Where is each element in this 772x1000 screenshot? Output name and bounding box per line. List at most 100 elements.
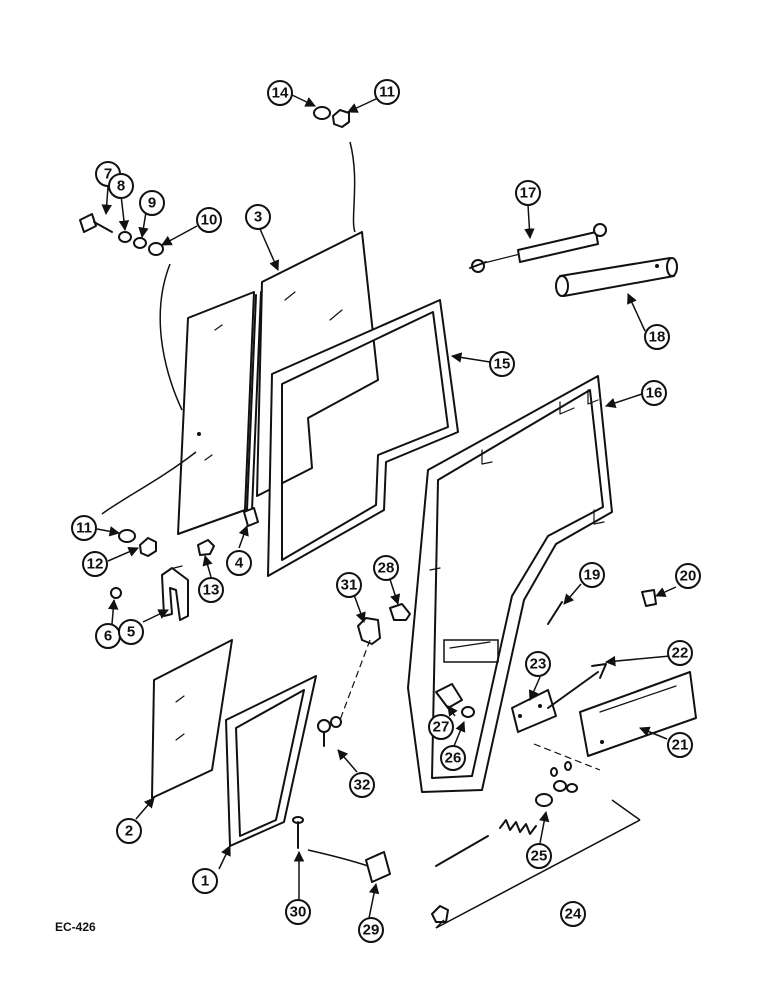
svg-text:13: 13 [203, 582, 220, 599]
part-20-catch [641, 589, 657, 607]
part-1-lower-seal [225, 675, 317, 847]
callout-9: 9 [139, 190, 165, 216]
callout-10: 10 [196, 207, 222, 233]
callout-14: 14 [267, 80, 293, 106]
part-11-nut-top [332, 109, 350, 128]
svg-text:11: 11 [379, 84, 395, 101]
part-19-rod [547, 601, 563, 625]
part-31-clip [357, 617, 381, 645]
svg-text:31: 31 [341, 577, 358, 594]
svg-text:12: 12 [87, 556, 104, 573]
svg-text:2: 2 [125, 823, 133, 840]
part-32-key [317, 716, 342, 747]
callout-11-top: 11 [374, 79, 400, 105]
part-24-hook [431, 905, 449, 923]
callout-24: 24 [560, 901, 586, 927]
svg-text:27: 27 [433, 719, 450, 736]
svg-text:5: 5 [127, 624, 135, 641]
callout-18: 18 [644, 324, 670, 350]
svg-text:14: 14 [272, 85, 289, 102]
part-14-washer [313, 106, 331, 120]
callout-26: 26 [440, 745, 466, 771]
callout-13: 13 [198, 577, 224, 603]
callout-19: 19 [579, 562, 605, 588]
callout-6: 6 [95, 623, 121, 649]
callout-12: 12 [82, 551, 108, 577]
svg-text:16: 16 [646, 385, 663, 402]
part-10-washer [148, 242, 164, 256]
part-23-latch [511, 689, 557, 733]
part-29-latch-bracket [365, 851, 391, 883]
svg-text:20: 20 [680, 568, 697, 585]
part-12-nut [139, 537, 157, 557]
part-25-plunger [535, 761, 578, 807]
callout-21: 21 [667, 732, 693, 758]
svg-text:24: 24 [565, 906, 582, 923]
part-17-gas-strut [469, 223, 607, 273]
part-24-rod [435, 835, 489, 867]
svg-text:1: 1 [201, 873, 209, 890]
callout-30: 30 [285, 899, 311, 925]
svg-text:17: 17 [520, 185, 537, 202]
callout-20: 20 [675, 563, 701, 589]
callout-5: 5 [118, 619, 144, 645]
svg-text:18: 18 [649, 329, 666, 346]
callout-16: 16 [641, 380, 667, 406]
svg-text:9: 9 [148, 195, 156, 212]
part-6-ball [110, 587, 122, 599]
svg-text:25: 25 [531, 848, 548, 865]
svg-text:21: 21 [672, 737, 689, 754]
part-9-washer [133, 237, 147, 249]
part-5-hinge-bracket [161, 565, 189, 621]
part-21-plate [579, 671, 697, 757]
part-18-strut-cover [555, 257, 678, 297]
callout-29: 29 [358, 917, 384, 943]
callout-1: 1 [192, 868, 218, 894]
part-11-washer-left [118, 529, 136, 543]
callout-23: 23 [525, 651, 551, 677]
part-15-rubber-seal [267, 299, 459, 577]
part-27-lock-barrel [435, 683, 463, 709]
callout-11-left: 11 [71, 515, 97, 541]
callout-25: 25 [526, 843, 552, 869]
svg-text:11: 11 [76, 520, 92, 537]
svg-text:26: 26 [445, 750, 462, 767]
callout-32: 32 [349, 772, 375, 798]
callout-27: 27 [428, 714, 454, 740]
part-7-bolt [79, 213, 113, 233]
svg-text:8: 8 [117, 178, 125, 195]
callout-4: 4 [226, 550, 252, 576]
document-code: EC-426 [55, 920, 96, 934]
part-22-rod [547, 663, 607, 709]
callout-8: 8 [108, 173, 134, 199]
svg-text:10: 10 [201, 212, 218, 229]
part-26-washer [461, 706, 475, 718]
part-13-bushing [197, 539, 215, 556]
part-2-lower-glass [151, 639, 233, 799]
svg-text:19: 19 [584, 567, 601, 584]
svg-text:32: 32 [354, 777, 371, 794]
svg-text:7: 7 [104, 166, 112, 183]
svg-text:6: 6 [104, 628, 112, 645]
part-28-spring-clip [389, 603, 411, 621]
callout-31: 31 [336, 572, 362, 598]
svg-text:15: 15 [494, 356, 511, 373]
svg-text:22: 22 [672, 645, 689, 662]
part-left-upper-glass [177, 291, 255, 535]
svg-text:29: 29 [363, 922, 380, 939]
part-24-spring [499, 819, 537, 835]
callout-17: 17 [515, 180, 541, 206]
svg-text:30: 30 [290, 904, 307, 921]
svg-text:28: 28 [378, 560, 395, 577]
part-30-pin [292, 816, 304, 849]
callout-22: 22 [667, 640, 693, 666]
callout-15: 15 [489, 351, 515, 377]
part-4-seal-strip [243, 291, 262, 527]
svg-text:3: 3 [254, 209, 262, 226]
callout-3: 3 [245, 204, 271, 230]
svg-text:23: 23 [530, 656, 547, 673]
callout-28: 28 [373, 555, 399, 581]
part-8-washer [118, 231, 132, 243]
callout-2: 2 [116, 818, 142, 844]
